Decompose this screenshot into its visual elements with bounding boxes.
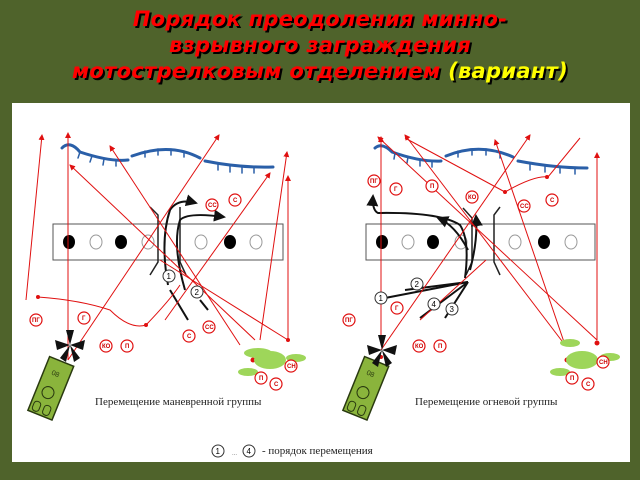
unit-label: Г — [395, 306, 399, 312]
title-variant: (вариант) — [448, 59, 569, 83]
unit-label: П — [438, 344, 442, 350]
unit-label: ПГ — [32, 318, 40, 324]
unit-label: П — [125, 344, 129, 350]
unit-labels-left — [29, 193, 298, 391]
order-markers-right: 1 2 3 4 — [374, 277, 459, 316]
trench-line-right — [373, 144, 589, 175]
mines-right — [376, 234, 578, 250]
unit-label: П — [259, 376, 263, 382]
unit-label: СС — [205, 325, 214, 331]
caption-right: Перемещение огневой группы — [415, 396, 558, 408]
svg-text:3: 3 — [450, 305, 455, 314]
svg-text:1: 1 — [379, 294, 384, 303]
passage-edges-right — [462, 206, 501, 276]
svg-text:2: 2 — [415, 280, 420, 289]
svg-text:08: 08 — [50, 370, 60, 379]
svg-text:4: 4 — [432, 300, 437, 309]
order-markers-left: 1 2 — [162, 269, 204, 299]
bushes-left — [238, 348, 306, 376]
svg-text:4: 4 — [247, 447, 252, 456]
trench-line-left — [60, 143, 275, 174]
explosion-icon-left — [55, 330, 85, 362]
minefield-strip-right — [365, 223, 596, 261]
black-routes-left — [163, 194, 226, 321]
unit-label: КО — [415, 344, 424, 350]
unit-label: СН — [599, 360, 608, 366]
mines-left — [63, 234, 263, 250]
unit-label: СС — [208, 203, 217, 209]
unit-label: Г — [82, 316, 86, 322]
passage-edges-left — [149, 206, 187, 276]
title-line-3-main: мотострелковым отделением — [71, 59, 441, 83]
red-fire-lines-right — [377, 134, 600, 351]
unit-labels-right — [342, 174, 610, 391]
unit-label: ПГ — [370, 179, 378, 185]
red-fire-lines-left — [25, 132, 291, 361]
unit-label: С — [187, 334, 192, 340]
legend: 1 ... 4 - порядок перемещения — [211, 444, 373, 458]
caption-left: Перемещение маневренной группы — [95, 396, 262, 408]
unit-label: С — [550, 198, 555, 204]
bmp-vehicle-left: 08 — [26, 355, 75, 422]
unit-label: С — [274, 382, 279, 388]
right-diagram: 1 2 3 4 ПГ Г П КО СС С ПГ Г КО П П С СН — [341, 134, 620, 422]
slide-title: Порядок преодоления минно- взрывного заг… — [0, 6, 640, 84]
svg-text:1: 1 — [216, 447, 221, 456]
minefield-strip-left — [52, 223, 284, 261]
title-line-1: Порядок преодоления минно- — [132, 7, 508, 31]
black-routes-right — [366, 194, 483, 319]
svg-text:08: 08 — [365, 370, 375, 379]
bmp-vehicle-right: 08 — [341, 355, 390, 422]
left-diagram: 1 2 СС С ПГ Г КО П С СС П С СН — [25, 132, 306, 422]
title-line-3: мотострелковым отделением (вариант) — [0, 58, 640, 84]
unit-label: КО — [102, 344, 111, 350]
svg-text:1: 1 — [167, 272, 172, 281]
unit-label: С — [586, 382, 591, 388]
unit-label: СН — [287, 364, 296, 370]
unit-label: П — [430, 184, 434, 190]
unit-label: СС — [520, 204, 529, 210]
unit-label: П — [570, 376, 574, 382]
unit-label: КО — [468, 195, 477, 201]
unit-label: Г — [394, 187, 398, 193]
unit-label: С — [233, 198, 238, 204]
bushes-right — [550, 339, 620, 376]
explosion-icon-right — [367, 335, 397, 367]
legend-text: - порядок перемещения — [262, 445, 373, 457]
title-line-2: взрывного заграждения — [168, 33, 472, 57]
svg-text:2: 2 — [195, 288, 200, 297]
unit-label: ПГ — [345, 318, 353, 324]
svg-text:...: ... — [232, 451, 237, 457]
